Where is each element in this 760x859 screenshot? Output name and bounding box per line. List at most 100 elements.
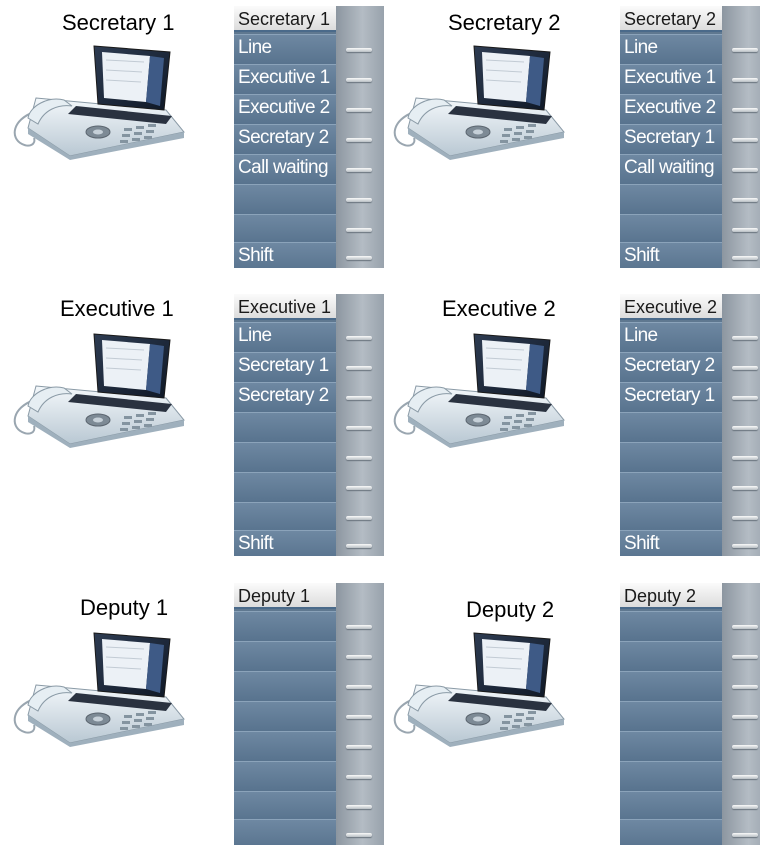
function-key-button[interactable] [732,775,758,779]
function-key-button[interactable] [346,198,372,202]
function-key-text: Secretary 2 [624,355,715,376]
function-key-text: Call waiting [238,157,329,178]
function-key-button[interactable] [346,685,372,689]
function-key-text: Line [238,37,272,58]
function-key-button[interactable] [732,456,758,460]
function-key-button[interactable] [732,366,758,370]
function-key-button[interactable] [346,456,372,460]
function-key-button[interactable] [732,48,758,52]
function-key-label: Shift [234,530,336,556]
function-key-button[interactable] [732,78,758,82]
function-key-button[interactable] [346,805,372,809]
phone-title: Secretary 2 [448,10,561,35]
function-key-text: Shift [238,245,274,266]
function-key-label [234,184,336,214]
function-key-label [620,442,722,472]
function-key-button[interactable] [346,625,372,629]
key-panel-header: Deputy 1 [234,583,336,609]
function-key-text: Executive 2 [624,97,716,118]
phone-title: Executive 1 [60,296,174,321]
function-key-label: Call waiting [620,154,722,184]
function-key-button[interactable] [346,336,372,340]
phone-title: Executive 2 [442,296,556,321]
function-key-label [234,214,336,244]
function-key-button[interactable] [732,426,758,430]
function-key-button[interactable] [732,108,758,112]
function-key-text: Line [238,325,272,346]
function-key-button[interactable] [732,745,758,749]
function-key-label: Line [620,322,722,352]
function-key-button[interactable] [732,336,758,340]
function-key-label: Secretary 2 [620,352,722,382]
function-key-button[interactable] [346,715,372,719]
function-key-label [234,472,336,502]
function-key-label [234,671,336,701]
function-key-text: Shift [238,533,274,554]
function-key-button[interactable] [732,198,758,202]
function-key-label [620,761,722,791]
phone-unit: Deputy 2 Deputy 2 [380,577,760,859]
function-key-text: Line [624,325,658,346]
phone-title: Deputy 1 [80,595,169,620]
desk-phone-icon [6,328,186,448]
function-key-button[interactable] [732,833,758,837]
desk-phone-icon [386,627,566,747]
function-key-button[interactable] [346,745,372,749]
function-key-label: Line [234,322,336,352]
function-key-label [234,701,336,731]
function-key-button[interactable] [346,516,372,520]
function-key-button[interactable] [732,715,758,719]
function-key-label: Secretary 2 [234,382,336,412]
function-key-button[interactable] [732,486,758,490]
function-key-button[interactable] [346,48,372,52]
desk-phone-icon [6,40,186,160]
function-key-text: Secretary 1 [238,355,329,376]
function-key-button[interactable] [732,544,758,548]
function-key-button[interactable] [732,655,758,659]
function-key-label [234,611,336,641]
function-key-button[interactable] [346,108,372,112]
function-key-button[interactable] [732,138,758,142]
function-key-text: Shift [624,245,660,266]
desk-phone-icon [6,627,186,747]
function-key-button[interactable] [346,168,372,172]
key-panel-header: Deputy 2 [620,583,722,609]
function-key-text: Executive 1 [238,67,330,88]
key-panel: Deputy 1 [234,583,384,845]
function-key-text: Secretary 2 [238,127,329,148]
function-key-label: Executive 1 [620,64,722,94]
function-key-label [620,819,722,845]
function-key-button[interactable] [732,168,758,172]
function-key-button[interactable] [346,138,372,142]
function-key-button[interactable] [732,625,758,629]
function-key-button[interactable] [346,256,372,260]
function-key-label [620,214,722,244]
function-key-button[interactable] [732,256,758,260]
function-key-button[interactable] [346,544,372,548]
key-panel-header: Secretary 1 [234,6,336,32]
function-key-button[interactable] [346,486,372,490]
function-key-button[interactable] [346,228,372,232]
function-key-label: Executive 2 [620,94,722,124]
function-key-label: Call waiting [234,154,336,184]
function-key-button[interactable] [346,775,372,779]
function-key-button[interactable] [346,833,372,837]
function-key-button[interactable] [732,228,758,232]
function-key-button[interactable] [346,396,372,400]
function-key-button[interactable] [346,366,372,370]
function-key-label [234,502,336,532]
function-key-button[interactable] [732,805,758,809]
function-key-button[interactable] [732,396,758,400]
function-key-label [620,641,722,671]
function-key-label [234,761,336,791]
function-key-button[interactable] [346,655,372,659]
function-key-label: Shift [234,242,336,268]
phone-title: Secretary 1 [62,10,175,35]
function-key-button[interactable] [732,516,758,520]
function-key-button[interactable] [732,685,758,689]
function-key-button[interactable] [346,426,372,430]
function-key-text: Shift [624,533,660,554]
function-key-button[interactable] [346,78,372,82]
